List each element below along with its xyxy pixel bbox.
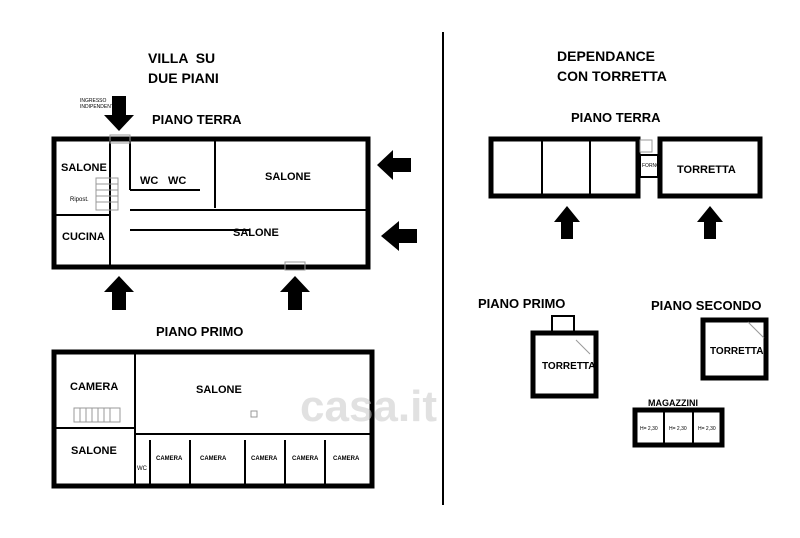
room-torretta: TORRETTA [710,346,764,357]
arrow-down-icon [104,96,134,131]
magazzino-height: H= 2,30 [640,426,658,432]
room-camera: CAMERA [292,456,319,462]
room-forno: FORNO [642,163,661,169]
dependance-ground-floor-plan [488,136,763,199]
room-camera: CAMERA [70,381,119,393]
magazzini-plan [632,407,725,448]
room-wc: WC [140,175,159,187]
room-salone: SALONE [71,445,117,457]
villa-first-floor-label: PIANO PRIMO [156,324,244,339]
dependance-ground-floor-label: PIANO TERRA [571,110,661,125]
room-salone: SALONE [196,384,242,396]
room-torretta: TORRETTA [677,164,736,176]
magazzino-height: H= 2,30 [669,426,687,432]
magazzini-label: MAGAZZINI [648,398,698,408]
entrance-arrows [104,96,723,310]
villa-ground-floor-plan [51,134,371,271]
arrow-up-icon [554,206,580,239]
arrow-up-icon [280,276,310,310]
room-wc: WC [137,466,147,472]
room-wc: WC [168,175,187,187]
magazzino-height: H= 2,30 [698,426,716,432]
room-camera: CAMERA [251,456,278,462]
arrow-left-icon [381,221,417,251]
room-camera: CAMERA [156,456,183,462]
arrow-up-icon [697,206,723,239]
villa-ground-floor-label: PIANO TERRA [152,112,242,127]
room-salone: SALONE [233,227,279,239]
room-salone: SALONE [61,162,107,174]
arrow-up-icon [104,276,134,310]
dependance-second-floor-plan [700,317,769,381]
arrow-left-icon [377,150,411,180]
room-cucina: CUCINA [62,231,105,243]
dependance-second-floor-label: PIANO SECONDO [651,298,762,313]
room-ripostiglio: Ripost. [70,197,89,203]
room-torretta: TORRETTA [542,361,596,372]
room-salone: SALONE [265,171,311,183]
villa-first-floor-plan [51,349,375,489]
entrance-note: INGRESSO INDIPENDENTE [80,98,118,110]
dependance-first-floor-plan [530,315,599,399]
room-camera: CAMERA [200,456,227,462]
room-camera: CAMERA [333,456,360,462]
villa-title: VILLA SU DUE PIANI [148,50,219,86]
dependance-title: DEPENDANCE CON TORRETTA [557,48,667,84]
dependance-first-floor-label: PIANO PRIMO [478,296,566,311]
watermark: casa.it [300,382,437,431]
